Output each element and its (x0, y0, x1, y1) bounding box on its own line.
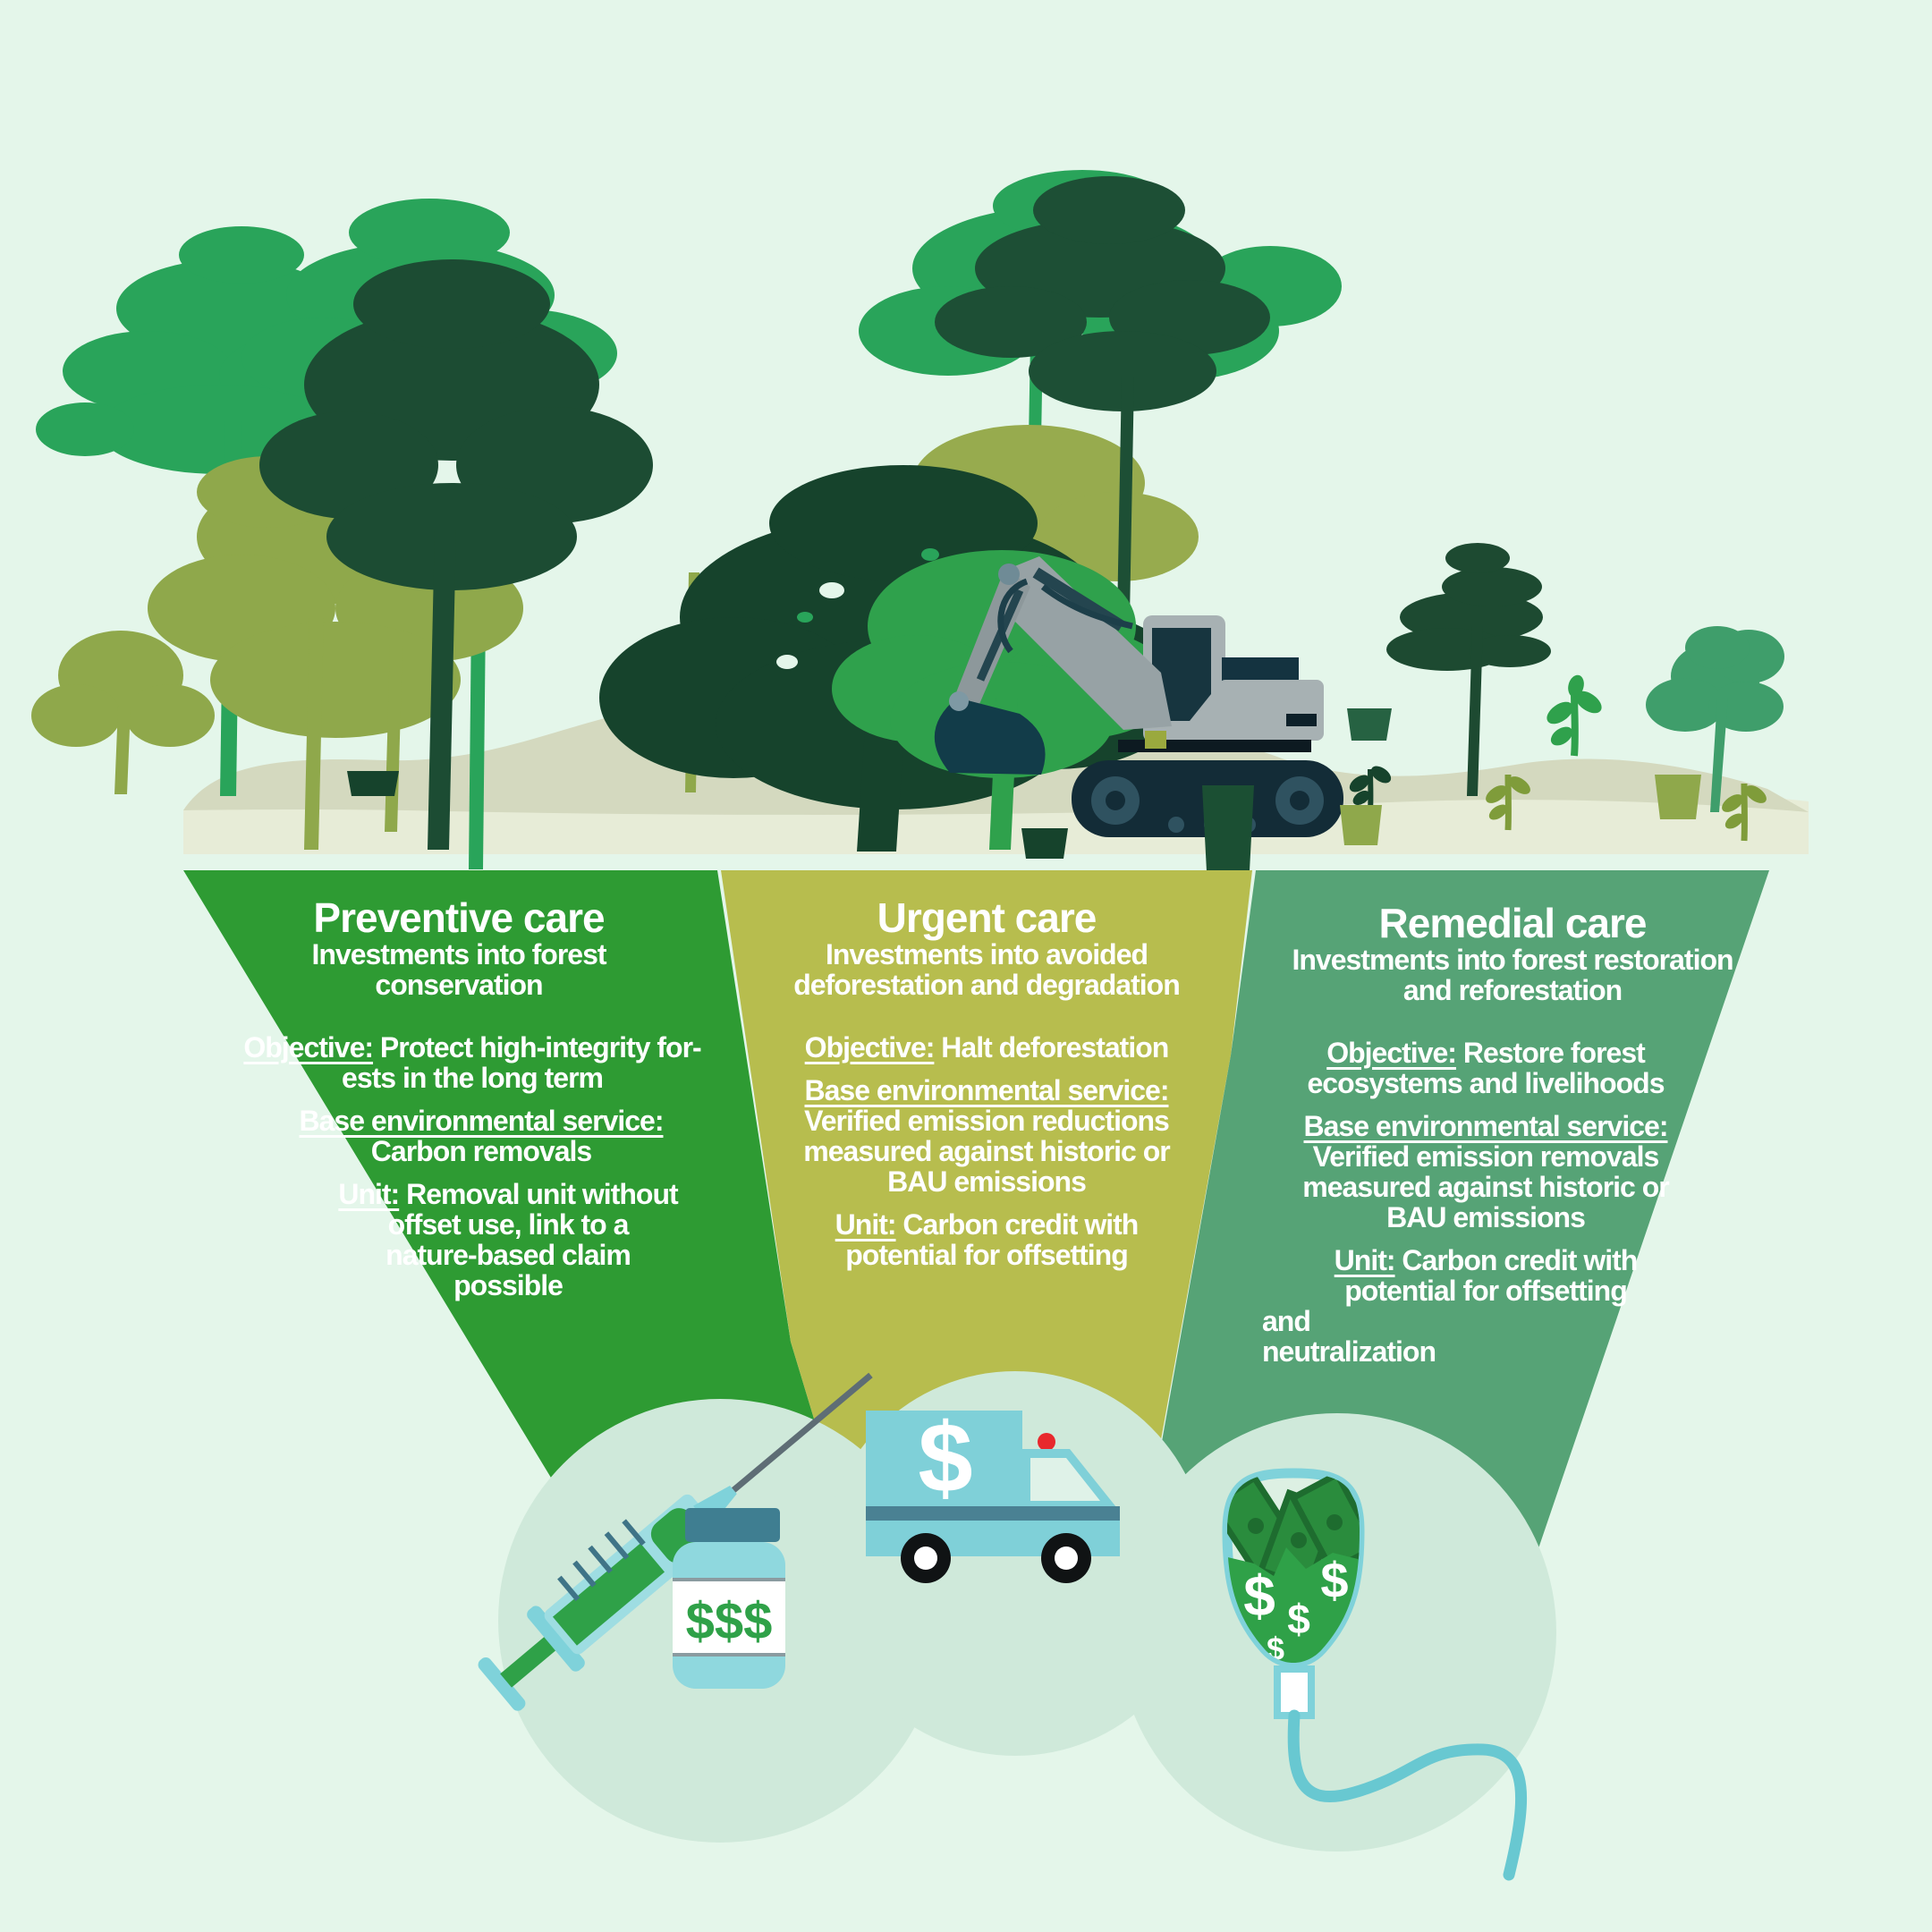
ambulance-stripe (866, 1506, 1120, 1521)
sapling-olive (1486, 774, 1530, 831)
excavator-boom-arm (934, 556, 1172, 775)
unit-label: Unit: (1334, 1244, 1396, 1276)
vial-cap (685, 1508, 780, 1542)
objective-label: Objective: (243, 1031, 374, 1063)
sapling-olive (1722, 783, 1767, 842)
money-vial: $$$ (673, 1508, 785, 1689)
tree-stump (347, 771, 399, 796)
syringe-liquid (552, 1543, 665, 1646)
ambulance-wheels (901, 1533, 1091, 1583)
svg-text:$: $ (1267, 1631, 1284, 1667)
engine-top-box (1222, 657, 1299, 682)
iv-tube (1287, 1709, 1528, 1881)
tree-sea-green-right (1646, 626, 1784, 812)
hydraulic-hose-left (997, 578, 1029, 654)
excavator-bucket (934, 698, 1046, 775)
hydraulic-hose-right (1040, 584, 1133, 630)
excavator-body (1118, 657, 1324, 752)
service-label: Base environmental service: (804, 1074, 1170, 1106)
tree-stump-tall (1202, 785, 1254, 888)
stump-olive (1655, 775, 1701, 819)
objective-label: Objective: (804, 1031, 936, 1063)
cab-window (1152, 628, 1211, 721)
tree-stump (1021, 828, 1068, 859)
objective-label: Objective: (1326, 1037, 1457, 1069)
syringe-thumb-pad (478, 1657, 526, 1711)
objective-section: Objective: Restore forest ecosystems and… (1307, 1037, 1665, 1099)
panel-title: Preventive care (313, 894, 605, 941)
iv-bag-port (1274, 1665, 1315, 1719)
unit-section: Unit: Carbon credit with potential for o… (1262, 1244, 1638, 1368)
sapling-bright (1546, 674, 1602, 757)
ambulance-window (1030, 1458, 1100, 1501)
iv-bag-dollar-symbols: $ $ $ $ $ (1243, 1552, 1348, 1667)
syringe-and-money-vial-icon: $$$ (478, 1372, 873, 1711)
tree-olive-small-far-left (31, 631, 215, 794)
undercarriage-strip (1145, 731, 1166, 749)
syringe-plunger-shaft (500, 1633, 560, 1688)
syringe-needle (731, 1372, 873, 1493)
panel-preventive-care: Preventive care Investments into forest … (208, 896, 709, 1301)
unit-label: Unit: (835, 1208, 897, 1241)
panel-urgent-care: Urgent care Investments into avoided def… (763, 896, 1210, 1270)
svg-text:$: $ (1320, 1552, 1348, 1608)
panel-subtitle: Investments into forest conservation (311, 938, 606, 1001)
exhaust-vent (1286, 714, 1317, 726)
vial-label (673, 1580, 785, 1655)
tree-dark-tall-left (259, 259, 653, 850)
panel-title: Urgent care (877, 894, 1097, 941)
money-ambulance-icon: $ (866, 1403, 1120, 1583)
service-label: Base environmental service: (1303, 1110, 1669, 1142)
syringe-flange (527, 1606, 585, 1672)
panel-remedial-care: Remedial care Investments into forest re… (1262, 902, 1763, 1367)
svg-text:$: $ (1287, 1596, 1310, 1642)
service-section: Base environmental service: Verified emi… (803, 1074, 1170, 1198)
boom (996, 556, 1172, 730)
panel-title: Remedial care (1378, 900, 1648, 946)
objective-section: Objective: Halt deforestation (804, 1031, 1170, 1063)
ambulance-light (1038, 1433, 1055, 1451)
tree-stump (1347, 708, 1392, 741)
unit-section: Unit: Removal unit without offset use, l… (338, 1178, 678, 1301)
unit-section: Unit: Carbon credit with potential for o… (835, 1208, 1140, 1271)
unit-label: Unit: (338, 1178, 400, 1210)
ambulance-money-symbol: $ (918, 1403, 972, 1513)
service-section: Base environmental service: Carbon remov… (299, 1105, 665, 1167)
stump-olive (1340, 805, 1382, 845)
service-label: Base environmental service: (299, 1105, 665, 1137)
svg-text:$: $ (1243, 1563, 1275, 1628)
boom-joint (998, 564, 1020, 585)
panel-subtitle: Investments into forest restoration and … (1292, 944, 1733, 1006)
objective-section: Objective: Protect high-integrity for- e… (243, 1031, 701, 1094)
tree-dark-pine-center (935, 176, 1270, 666)
syringe-scale-marks (557, 1519, 646, 1601)
bucket-joint (949, 691, 969, 711)
panel-subtitle: Investments into avoided deforestation a… (793, 938, 1180, 1001)
service-section: Base environmental service: Verified emi… (1302, 1110, 1669, 1233)
cleared-area (347, 543, 1784, 888)
vial-money-text: $$$ (686, 1592, 773, 1650)
pine-tree-right (1386, 543, 1551, 796)
